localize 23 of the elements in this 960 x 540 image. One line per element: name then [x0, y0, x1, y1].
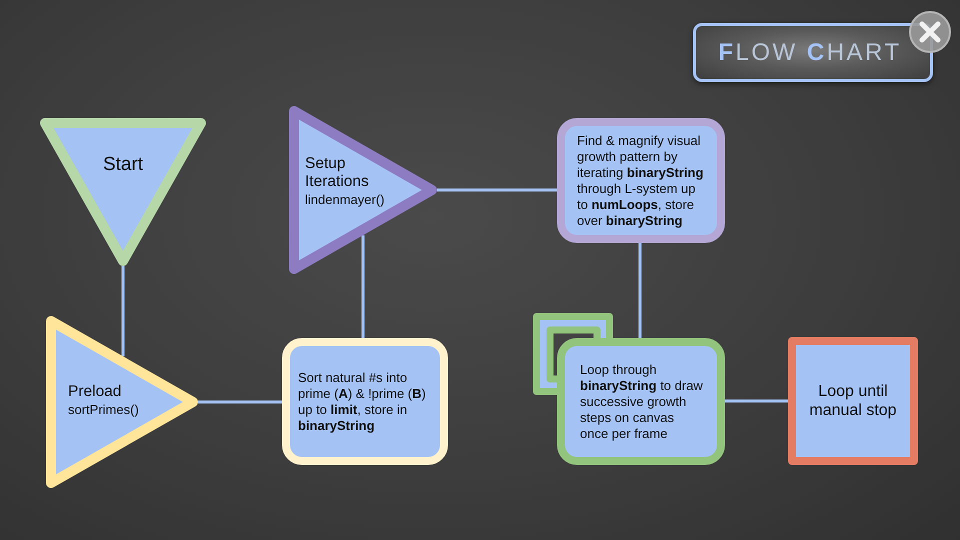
function-name: lindenmayer() — [305, 191, 386, 208]
connector-line — [437, 188, 557, 192]
end-box — [788, 337, 918, 465]
process-triangle — [289, 106, 437, 274]
connector-line — [725, 400, 788, 402]
step-description: Find & magnify visual growth pattern by iterating binaryString through L-system up to numLoops, store over binaryString — [577, 132, 704, 228]
step-description: Loop through binaryString to draw successive growth steps on canvas once per frame — [580, 362, 704, 442]
step-label: Loop until manual stop — [808, 382, 898, 420]
process-box — [282, 338, 448, 465]
process-box — [557, 118, 725, 243]
function-name: sortPrimes() — [68, 401, 140, 418]
connector-line — [122, 266, 124, 356]
step-label: Start — [102, 154, 144, 176]
connector-line — [362, 235, 364, 338]
title-banner: FLOW CHART — [693, 23, 933, 82]
connector-line — [638, 243, 642, 338]
process-triangle — [46, 316, 198, 488]
start-triangle — [40, 118, 206, 266]
step-title: Preload — [68, 383, 122, 401]
connector-line — [198, 400, 282, 404]
loop-box — [557, 338, 725, 465]
step-title: Setup Iterations — [305, 155, 370, 191]
step-description: Sort natural #s into prime (A) & !prime (B) up to limit, store in binaryString — [298, 370, 427, 434]
